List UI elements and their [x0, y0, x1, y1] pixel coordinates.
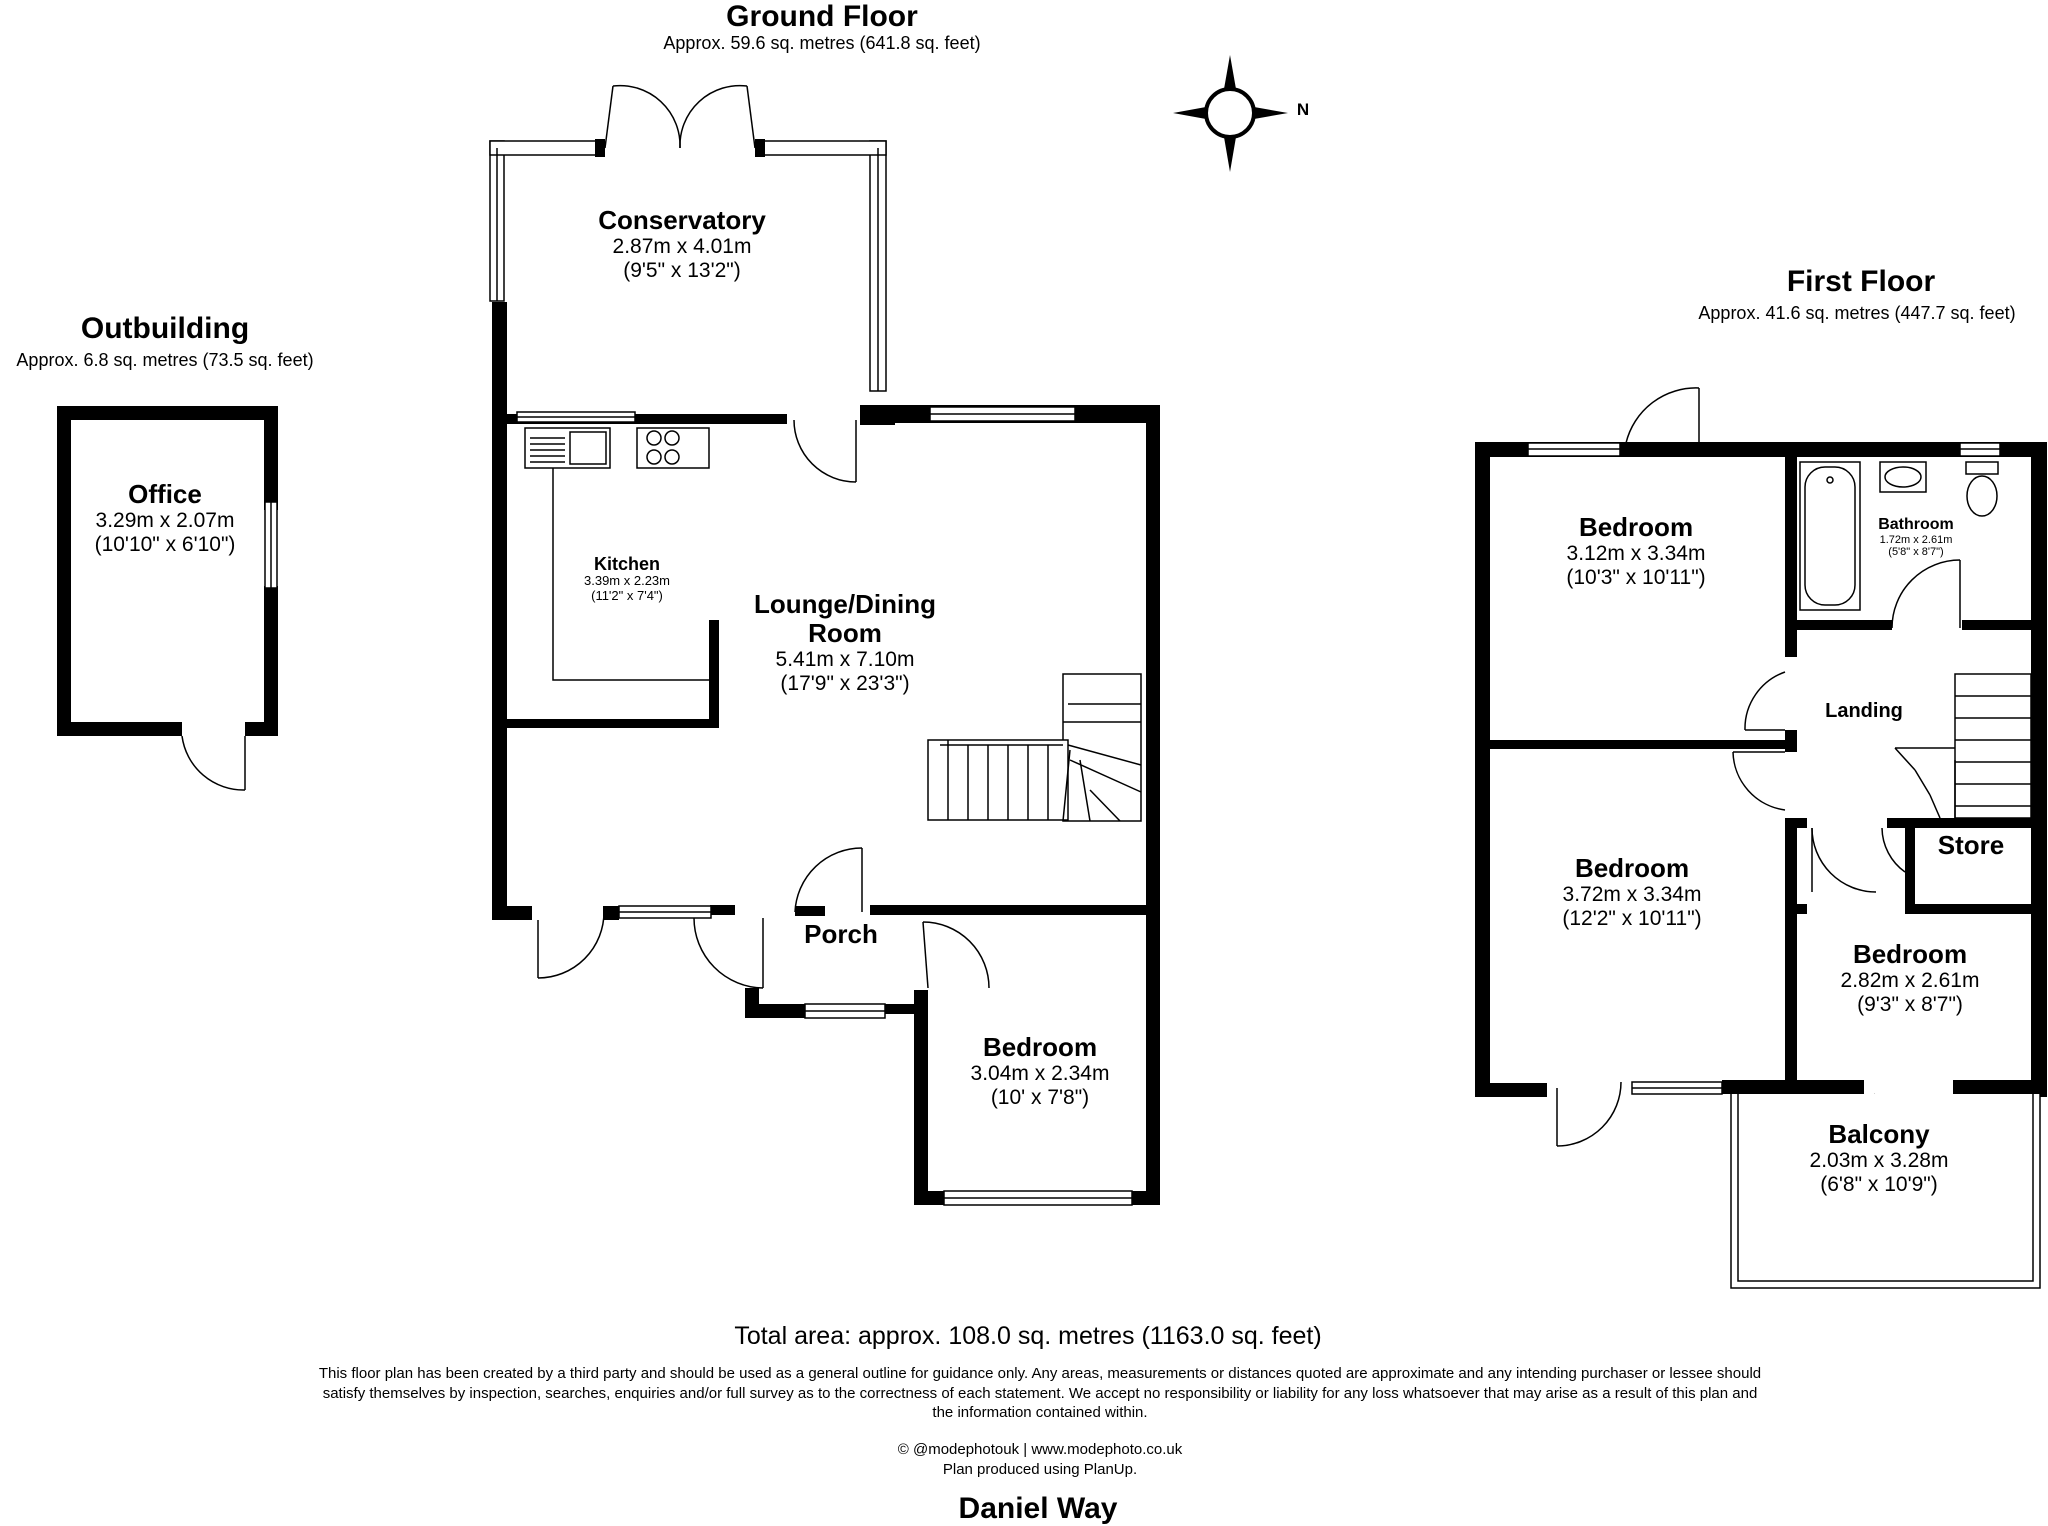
- lounge-imperial: (17'9" x 23'3"): [780, 671, 910, 695]
- disclaimer: This floor plan has been created by a th…: [318, 1365, 1762, 1421]
- first-bedroom1-window: [1527, 442, 1621, 457]
- bathroom-imperial: (5'8" x 8'7"): [1888, 546, 1944, 559]
- landing-doors: [1732, 671, 1906, 893]
- outbuilding-title: Outbuilding: [80, 312, 250, 345]
- first-bedroom1-imperial: (10'3" x 10'11"): [1566, 565, 1706, 589]
- balcony-label: Balcony 2.03m x 3.28m (6'8" x 10'9"): [1809, 1119, 1949, 1196]
- ground-bedroom-imperial: (10' x 7'8"): [990, 1085, 1090, 1109]
- first-floor-title: First Floor: [1786, 265, 1936, 298]
- ground-floor-walls: [492, 302, 1160, 1205]
- first-bedroom3-name: Bedroom: [1852, 939, 1968, 969]
- credit-line-1: © @modephotouk | www.modephoto.co.uk: [897, 1441, 1183, 1458]
- office-imperial: (10'10" x 6'10"): [94, 532, 236, 556]
- first-bedroom2-label: Bedroom 3.72m x 3.34m (12'2" x 10'11"): [1562, 853, 1702, 930]
- compass-icon: [1173, 55, 1288, 172]
- first-bedroom2-name: Bedroom: [1574, 853, 1690, 883]
- conservatory-label: Conservatory 2.87m x 4.01m (9'5" x 13'2"…: [598, 205, 766, 282]
- outbuilding-area: Approx. 6.8 sq. metres (73.5 sq. feet): [16, 350, 314, 370]
- porch-window: [804, 1003, 886, 1019]
- office-name: Office: [128, 479, 202, 509]
- bathroom-metric: 1.72m x 2.61m: [1879, 533, 1953, 546]
- lounge-name-line2: Room: [808, 618, 882, 649]
- lounge-side-door: [537, 911, 605, 979]
- kitchen-label: Kitchen 3.39m x 2.23m (11'2" x 7'4"): [584, 554, 670, 603]
- bath-icon: [1799, 461, 1861, 611]
- lounge-window: [929, 406, 1076, 422]
- first-bedroom1-balcony-door: [1625, 387, 1700, 444]
- balcony-metric: 2.03m x 3.28m: [1809, 1149, 1949, 1173]
- first-bedroom1-label: Bedroom 3.12m x 3.34m (10'3" x 10'11"): [1566, 512, 1706, 589]
- kitchen-metric: 3.39m x 2.23m: [584, 573, 670, 589]
- compass-north-label: N: [1296, 100, 1310, 119]
- store-name: Store: [1937, 830, 2005, 860]
- office-label: Office 3.29m x 2.07m (10'10" x 6'10"): [94, 479, 236, 556]
- first-bedroom2-balcony-door: [1556, 1081, 1622, 1147]
- conservatory-imperial: (9'5" x 13'2"): [623, 258, 741, 282]
- conservatory-name: Conservatory: [598, 205, 766, 235]
- street-name: Daniel Way: [958, 1492, 1118, 1525]
- ground-floor-staircase: [927, 673, 1142, 822]
- ground-floor-title: Ground Floor: [726, 0, 918, 33]
- balcony-railing: [1730, 1094, 2041, 1289]
- bathroom-window: [1959, 442, 2001, 457]
- conservatory-door: [793, 419, 857, 483]
- sink-icon: [524, 427, 611, 469]
- porch-doors: [693, 847, 990, 989]
- credit-line-2: Plan produced using PlanUp.: [942, 1461, 1138, 1478]
- basin-icon: [1879, 461, 1927, 493]
- bathroom-name: Bathroom: [1878, 516, 1954, 533]
- first-bedroom3-label: Bedroom 2.82m x 2.61m (9'3" x 8'7"): [1840, 939, 1980, 1016]
- kitchen-window: [516, 411, 636, 423]
- first-bedroom2-window: [1631, 1081, 1723, 1095]
- first-bedroom1-name: Bedroom: [1578, 512, 1694, 542]
- first-bedroom2-imperial: (12'2" x 10'11"): [1562, 906, 1702, 930]
- kitchen-counter: [552, 468, 709, 681]
- first-floor-area: Approx. 41.6 sq. metres (447.7 sq. feet): [1698, 303, 2016, 323]
- bathroom-label: Bathroom 1.72m x 2.61m (5'8" x 8'7"): [1878, 516, 1954, 559]
- porch-name: Porch: [804, 919, 878, 949]
- first-floor-staircase: [1894, 673, 2032, 819]
- ground-bedroom-metric: 3.04m x 2.34m: [970, 1062, 1110, 1086]
- ground-bedroom-window: [943, 1190, 1133, 1206]
- ground-bedroom-name: Bedroom: [982, 1032, 1098, 1062]
- lounge-name-line1: Lounge/Dining: [754, 589, 936, 619]
- office-metric: 3.29m x 2.07m: [95, 509, 235, 533]
- first-bedroom1-metric: 3.12m x 3.34m: [1566, 542, 1706, 566]
- toilet-icon: [1965, 461, 1999, 517]
- outbuilding-plan: [57, 406, 278, 736]
- conservatory-metric: 2.87m x 4.01m: [612, 235, 752, 259]
- balcony-name: Balcony: [1828, 1119, 1930, 1149]
- conservatory-french-doors: [604, 84, 756, 149]
- ground-floor-area: Approx. 59.6 sq. metres (641.8 sq. feet): [663, 33, 981, 53]
- bathroom-door: [1891, 559, 1961, 629]
- landing-name: Landing: [1825, 700, 1903, 722]
- total-area: Total area: approx. 108.0 sq. metres (11…: [734, 1322, 1322, 1350]
- first-bedroom2-metric: 3.72m x 3.34m: [1562, 883, 1702, 907]
- balcony-imperial: (6'8" x 10'9"): [1820, 1172, 1938, 1196]
- outbuilding-window: [264, 501, 278, 589]
- kitchen-name: Kitchen: [593, 554, 660, 574]
- first-bedroom3-imperial: (9'3" x 8'7"): [1857, 992, 1963, 1016]
- hob-icon: [636, 427, 710, 469]
- conservatory-posts: [595, 139, 765, 157]
- lounge-metric: 5.41m x 7.10m: [775, 648, 915, 672]
- ground-bedroom-label: Bedroom 3.04m x 2.34m (10' x 7'8"): [970, 1032, 1110, 1109]
- conservatory-glazing: [489, 140, 887, 392]
- kitchen-imperial: (11'2" x 7'4"): [591, 587, 663, 603]
- front-window: [618, 905, 712, 919]
- outbuilding-door: [181, 735, 246, 791]
- first-bedroom3-metric: 2.82m x 2.61m: [1840, 969, 1980, 993]
- lounge-label: Lounge/Dining Room 5.41m x 7.10m (17'9" …: [754, 589, 936, 695]
